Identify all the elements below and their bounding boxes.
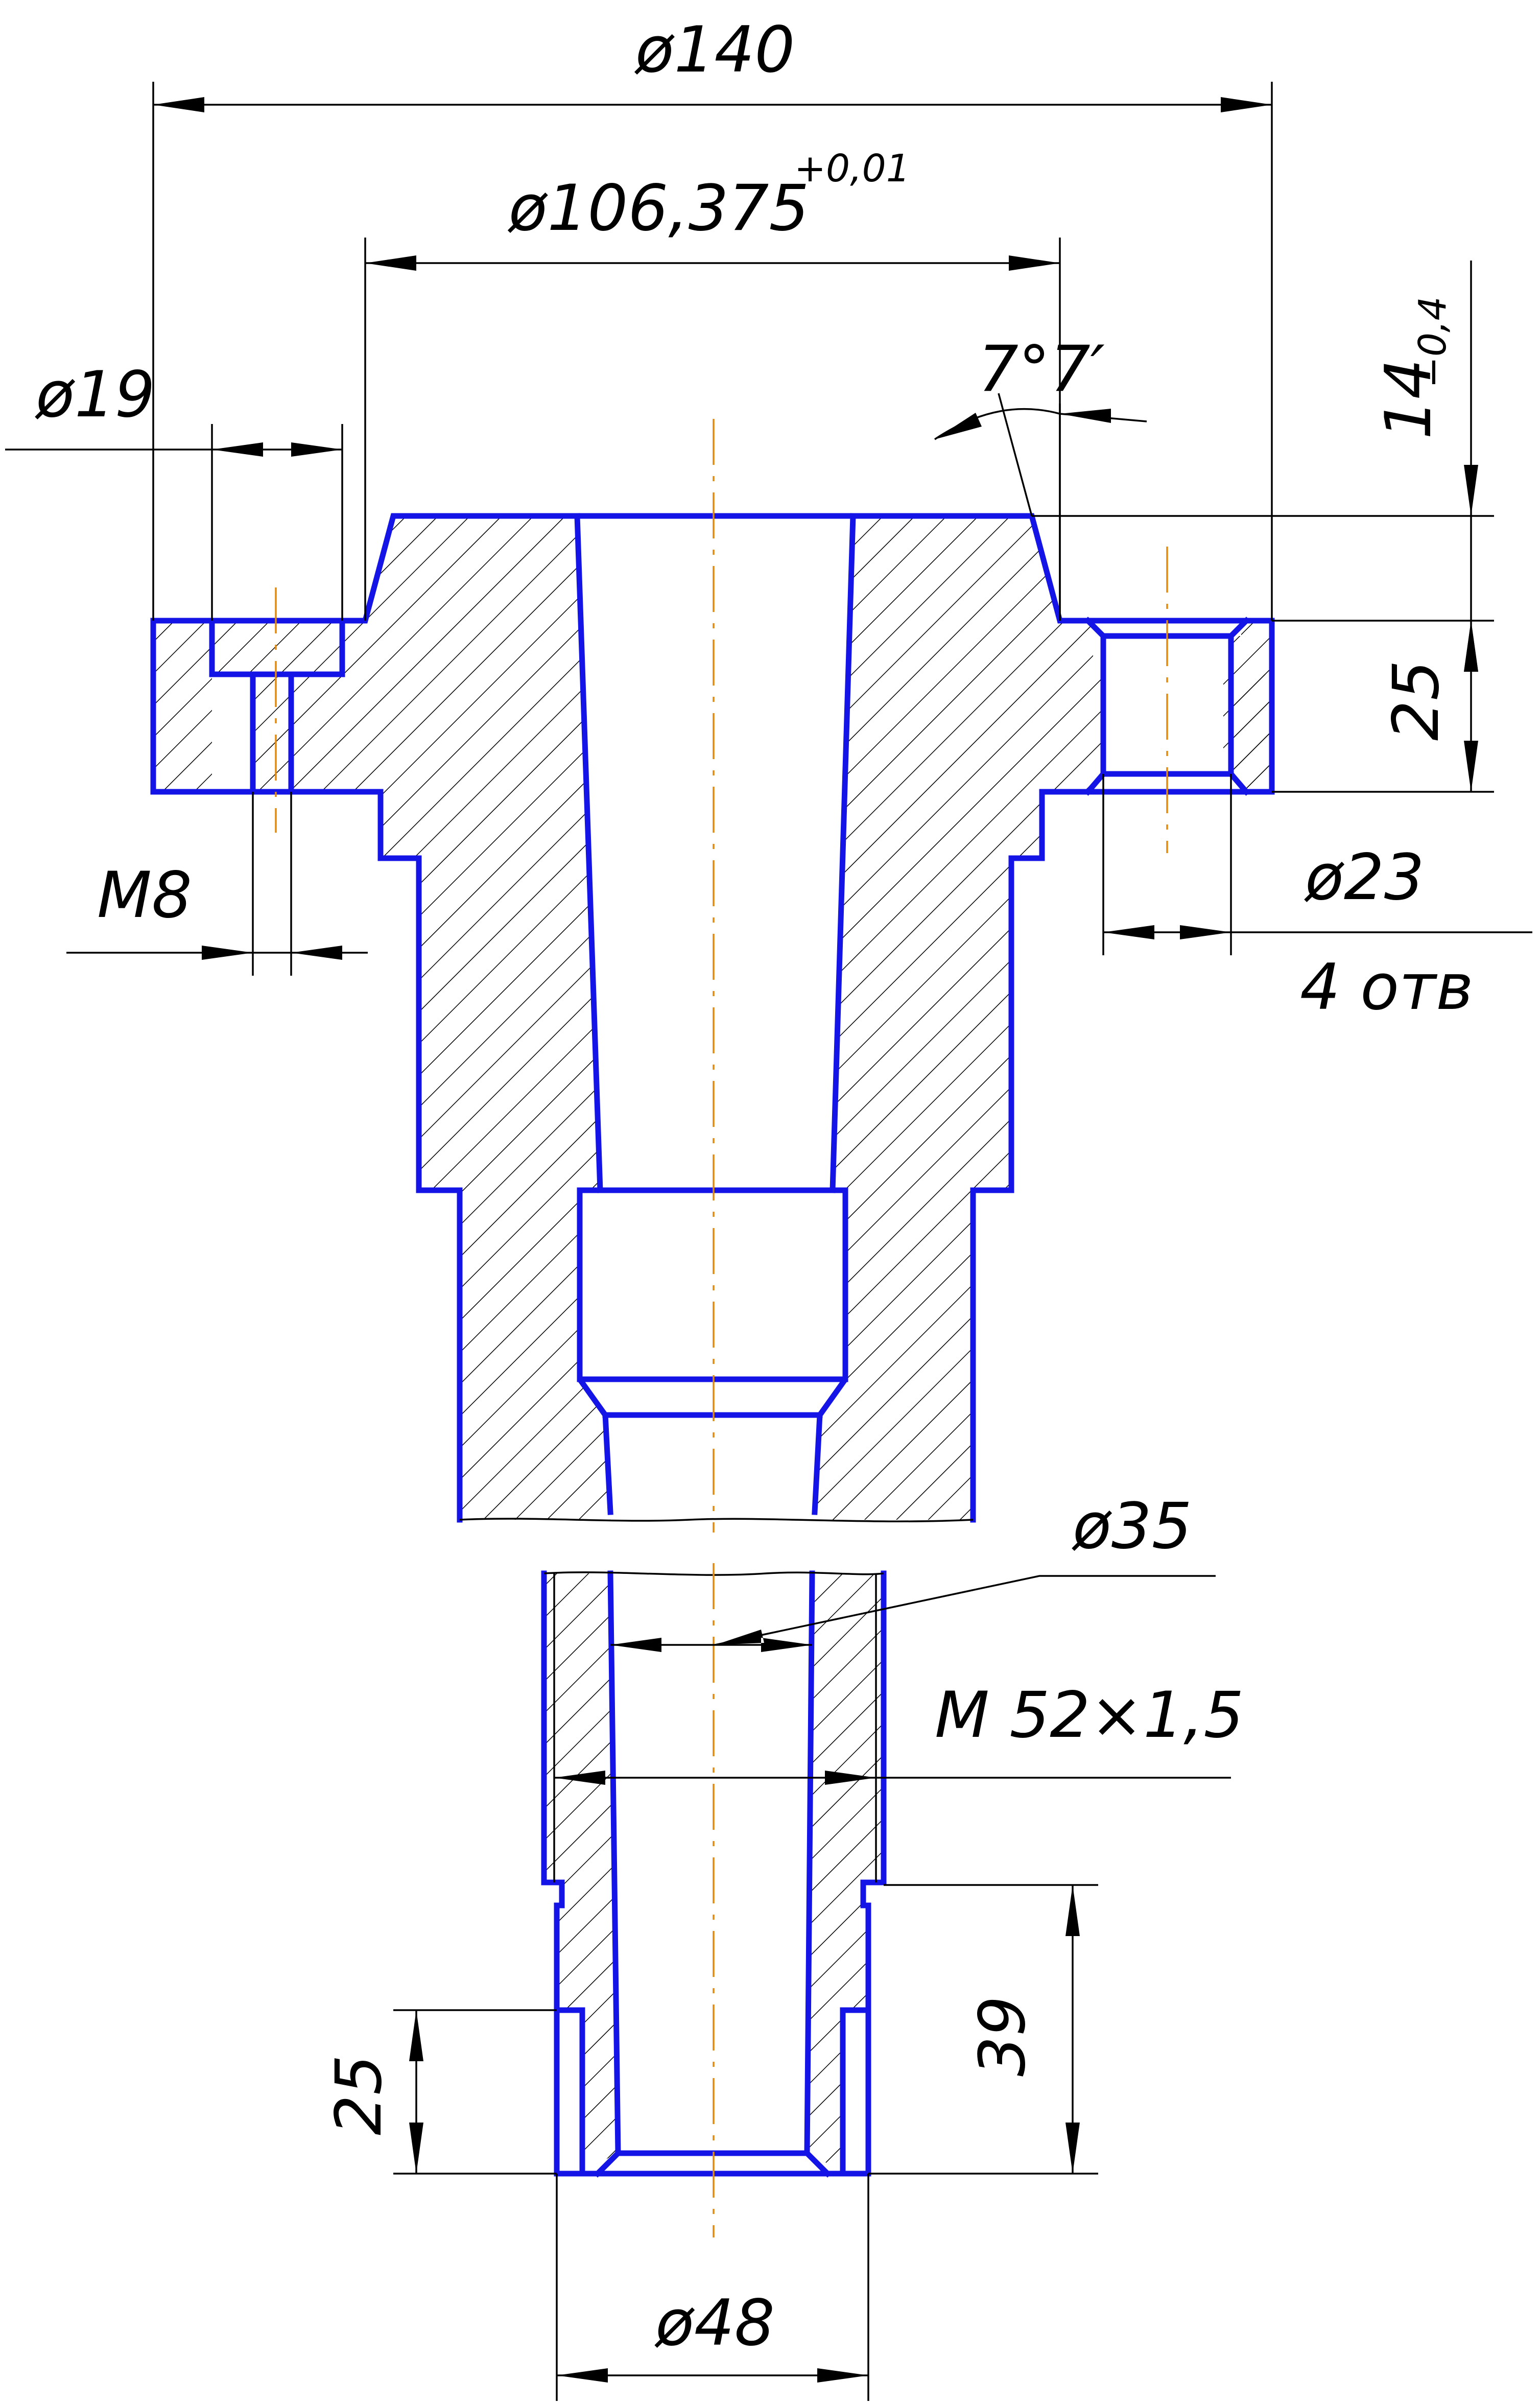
dim-pilot-height-text: 14	[1372, 359, 1446, 439]
dim-flange-thickness-text: 25	[1380, 660, 1453, 741]
upper-break-line	[459, 1518, 974, 1522]
dim-end-length: 25	[322, 2009, 557, 2175]
dim-pilot-height-tolerance-text: −0,4	[1411, 296, 1455, 388]
dim-end-diameter-text: ø48	[654, 2287, 775, 2360]
dim-counterbore-diameter: ø19	[5, 358, 343, 621]
center-bore-outline	[574, 513, 856, 1193]
upper-hole-right-hatch	[1234, 621, 1272, 792]
dim-pilot-diameter: ø106,375 +0,01	[364, 147, 1061, 621]
lower-break-line	[543, 1571, 884, 1576]
thread-relief-outline	[577, 1187, 848, 1515]
dim-end-length-text: 25	[322, 2055, 396, 2135]
dim-tapped-hole-text: M8	[97, 859, 192, 932]
lower-body-outline	[541, 1570, 887, 2178]
dim-thread-length-text: 39	[966, 1996, 1039, 2077]
dim-flange-thickness: 25	[1272, 621, 1494, 793]
dim-hole-diameter: ø23 4 отв	[1102, 774, 1532, 1024]
dim-thread-length: 39	[868, 1884, 1098, 2175]
dim-counterbore-diameter-text: ø19	[35, 358, 155, 432]
dim-taper-angle-text: 7°7′	[978, 333, 1105, 406]
lower-thread-lines	[553, 1573, 877, 1882]
dim-pilot-height: 14 −0,4	[1032, 261, 1494, 672]
dim-bore-diameter-text: ø35	[1072, 1490, 1192, 1563]
dim-end-diameter: ø48	[556, 2174, 869, 2401]
dim-flange-diameter-text: ø140	[634, 13, 795, 87]
dim-flange-diameter: ø140	[152, 13, 1273, 621]
dim-hole-diameter-text: ø23	[1304, 841, 1425, 914]
dim-taper-angle: 7°7′	[934, 333, 1147, 621]
dim-tapped-hole: M8	[66, 792, 368, 976]
hole-right-outline	[1084, 617, 1250, 796]
upper-body-outline	[150, 513, 1275, 1523]
upper-section-hatch	[153, 516, 1272, 1520]
dim-bore-diameter: ø35	[610, 1490, 1216, 1652]
dim-thread: M 52×1,5	[554, 1679, 1244, 1785]
dim-hole-count-text: 4 отв	[1300, 951, 1474, 1024]
dim-pilot-tolerance-text: +0,01	[794, 147, 910, 191]
counterbore-left-outline	[209, 618, 345, 795]
dim-pilot-diameter-text: ø106,375	[508, 172, 810, 245]
dim-thread-text: M 52×1,5	[935, 1679, 1244, 1752]
